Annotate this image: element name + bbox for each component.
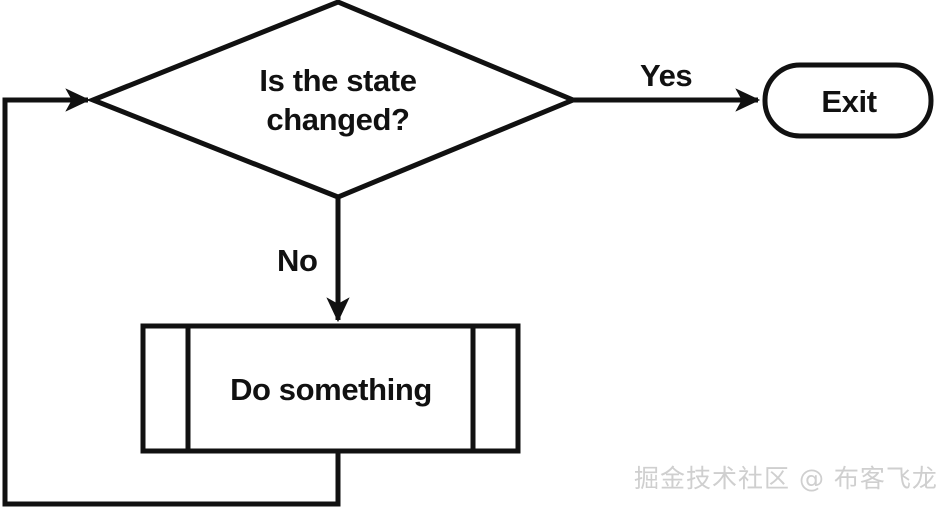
decision-label-line2: changed? [266,102,409,137]
process-outer-shape [140,323,521,454]
edge-no: No [277,198,350,323]
node-decision[interactable]: Is the state changed? [86,0,580,200]
process-label: Do something [230,372,432,407]
decision-diamond-shape [86,0,580,200]
watermark-label: 掘金技术社区 @ 布客飞龙 [634,464,938,493]
edge-loop [2,88,341,507]
node-process[interactable]: Do something [140,323,521,454]
node-exit[interactable]: Exit [762,62,934,139]
exit-label: Exit [821,84,876,119]
exit-terminal-shape [762,62,934,139]
edge-loop-path [2,88,341,507]
edge-yes: Yes [573,58,761,112]
decision-label-line1: Is the state [259,63,416,98]
edge-yes-label: Yes [640,58,692,93]
edge-no-label: No [277,243,318,278]
